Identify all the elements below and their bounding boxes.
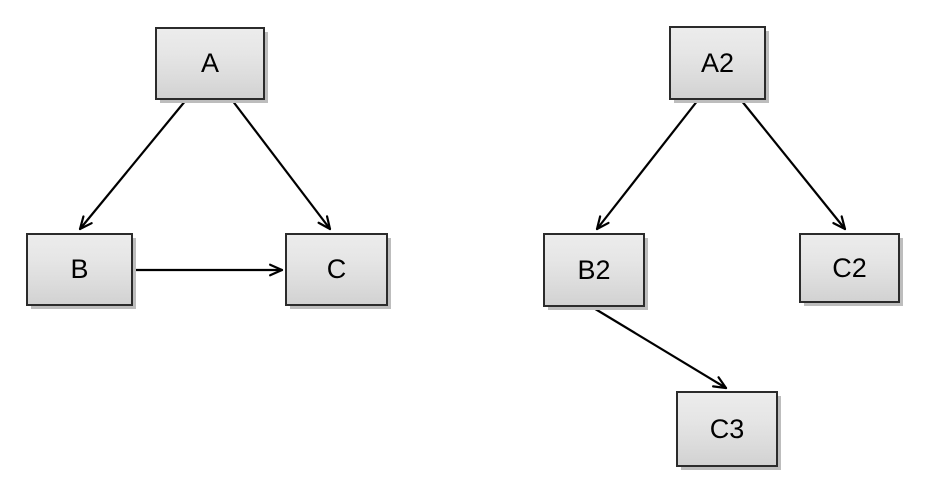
node-b[interactable]: B (26, 233, 133, 306)
edges-group (78, 99, 847, 390)
edge-b2-c3[interactable] (591, 306, 728, 390)
arrowhead-stroke-0 (317, 221, 332, 231)
node-b2[interactable]: B2 (543, 233, 645, 307)
node-label: A2 (700, 47, 735, 78)
arrowhead-stroke-0 (78, 215, 85, 231)
edge-a2-c2[interactable] (740, 99, 847, 231)
arrowhead-stroke-1 (595, 221, 610, 231)
arrowhead-stroke-0 (711, 385, 728, 390)
edge-line (740, 99, 846, 230)
node-a2[interactable]: A2 (669, 26, 766, 100)
edge-a-c[interactable] (231, 99, 332, 231)
arrowhead-stroke-1 (717, 376, 728, 390)
edge-line (591, 306, 727, 389)
node-label: B (70, 254, 89, 284)
arrowhead-stroke-0 (595, 215, 602, 231)
arrowhead-stroke-0 (832, 221, 847, 231)
edge-line (596, 99, 699, 230)
node-c3[interactable]: C3 (676, 391, 778, 467)
edge-a-b[interactable] (78, 99, 187, 231)
node-label: B2 (577, 254, 611, 285)
node-a[interactable]: A (155, 27, 265, 100)
node-label: C3 (709, 413, 745, 444)
node-label: C (326, 254, 347, 284)
node-label: C2 (832, 252, 867, 283)
arrowhead-stroke-1 (840, 215, 847, 231)
arrowhead-stroke-1 (269, 263, 284, 272)
edge-a2-b2[interactable] (595, 99, 699, 231)
edge-line (79, 99, 187, 230)
edge-line (231, 99, 331, 230)
arrowhead-stroke-1 (325, 215, 332, 231)
node-label: A (200, 48, 219, 78)
node-c2[interactable]: C2 (799, 233, 900, 303)
arrowhead-stroke-0 (269, 268, 284, 277)
node-c[interactable]: C (285, 233, 388, 306)
arrowhead-stroke-1 (78, 222, 93, 231)
edge-b-c[interactable] (133, 263, 284, 277)
